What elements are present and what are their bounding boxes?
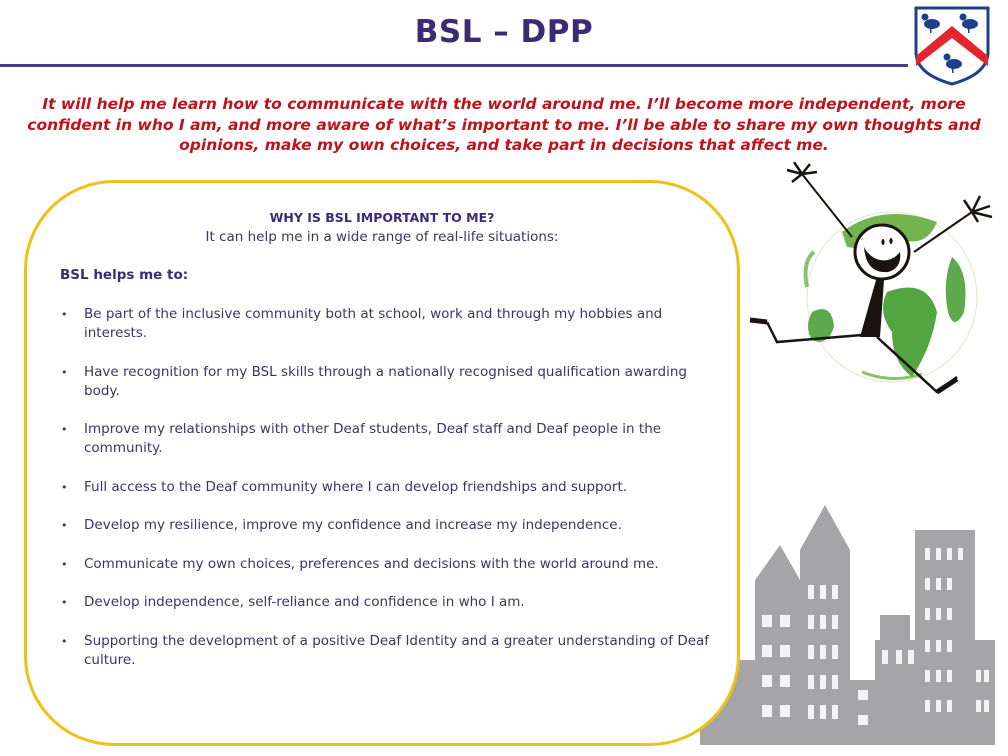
tagline-text: It will help me learn how to communicate… <box>27 95 981 154</box>
list-item-text: Full access to the Deaf community where … <box>84 478 628 495</box>
list-item: • Supporting the development of a positiv… <box>60 632 720 670</box>
bullet-icon: • <box>61 596 68 609</box>
list-item-text: Be part of the inclusive community both … <box>84 306 663 341</box>
why-bsl-card: WHY IS BSL IMPORTANT TO ME? It can help … <box>24 180 740 746</box>
list-item: • Be part of the inclusive community both… <box>60 305 720 343</box>
bullet-icon: • <box>61 634 68 648</box>
list-item: • Develop my resilience, improve my confi… <box>60 516 720 535</box>
benefits-list: • Be part of the inclusive community both… <box>60 305 720 689</box>
card-lead: BSL helps me to: <box>60 267 189 283</box>
card-subheading: It can help me in a wide range of real-l… <box>205 229 559 245</box>
bullet-icon: • <box>61 308 68 321</box>
card-heading: WHY IS BSL IMPORTANT TO ME? <box>269 210 495 225</box>
school-crest-icon <box>912 4 992 86</box>
bullet-icon: • <box>61 519 68 532</box>
list-item-text: Have recognition for my BSL skills throu… <box>84 363 687 399</box>
title-divider <box>0 64 908 67</box>
stick-figure-globe-illustration <box>742 161 1002 402</box>
list-item: • Have recognition for my BSL skills thro… <box>60 363 720 401</box>
list-item-text: Develop independence, self-reliance and … <box>84 594 525 610</box>
bullet-icon: • <box>61 557 68 571</box>
list-item: • Develop independence, self-reliance and… <box>60 593 720 612</box>
bullet-icon: • <box>61 365 68 379</box>
list-item: • Improve my relationships with other Dea… <box>60 420 720 458</box>
bullet-icon: • <box>61 423 68 436</box>
bullet-icon: • <box>61 480 68 494</box>
list-item: • Communicate my own choices, preferences… <box>60 555 720 574</box>
list-item-text: Communicate my own choices, preferences … <box>84 555 659 572</box>
page-title: BSL – DPP <box>414 14 594 50</box>
list-item-text: Supporting the development of a positive… <box>84 632 710 668</box>
list-item-text: Improve my relationships with other Deaf… <box>84 421 662 456</box>
list-item-text: Develop my resilience, improve my confid… <box>84 517 622 533</box>
list-item: • Full access to the Deaf community where… <box>60 478 720 497</box>
city-skyline-illustration <box>700 500 1000 750</box>
